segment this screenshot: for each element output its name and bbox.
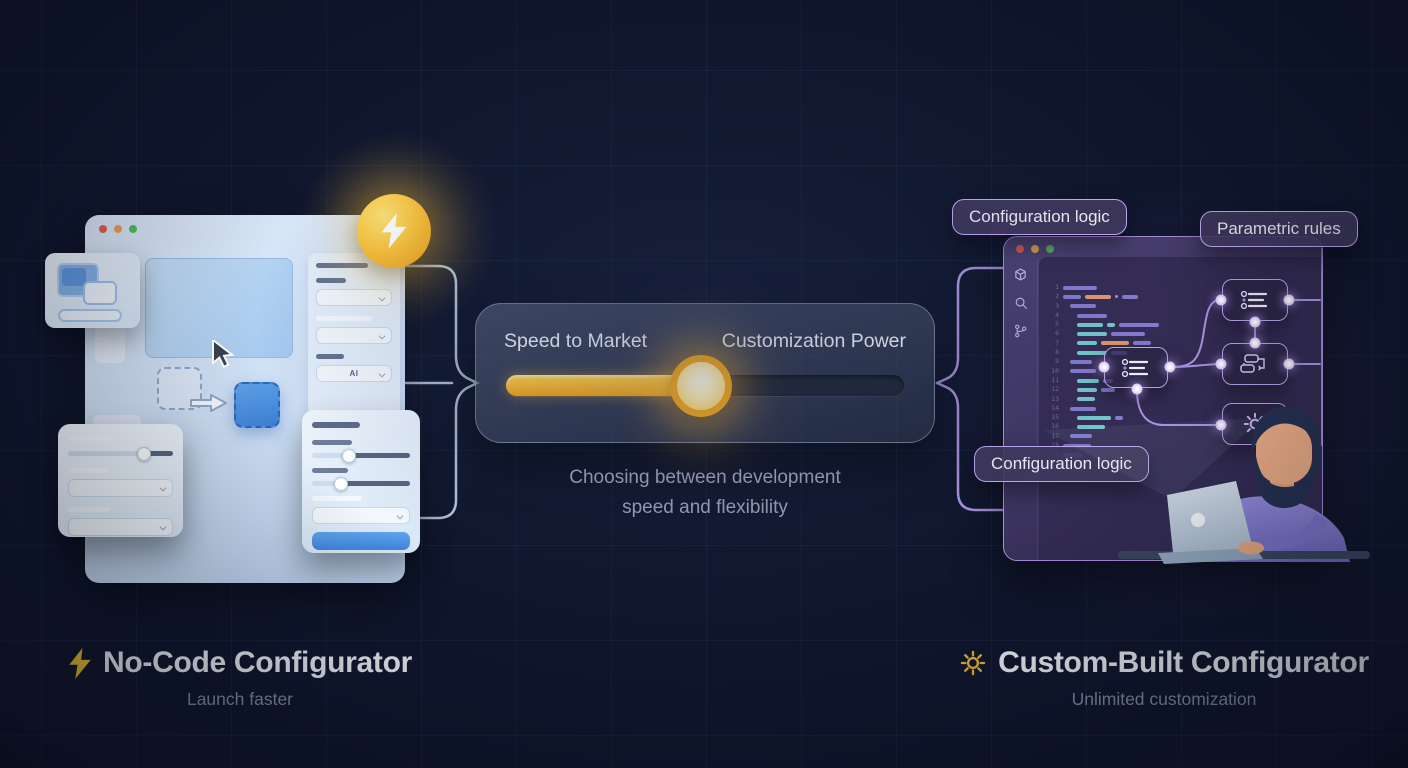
vignette-overlay bbox=[0, 0, 1408, 768]
comparison-illustration: AI bbox=[0, 0, 1408, 768]
